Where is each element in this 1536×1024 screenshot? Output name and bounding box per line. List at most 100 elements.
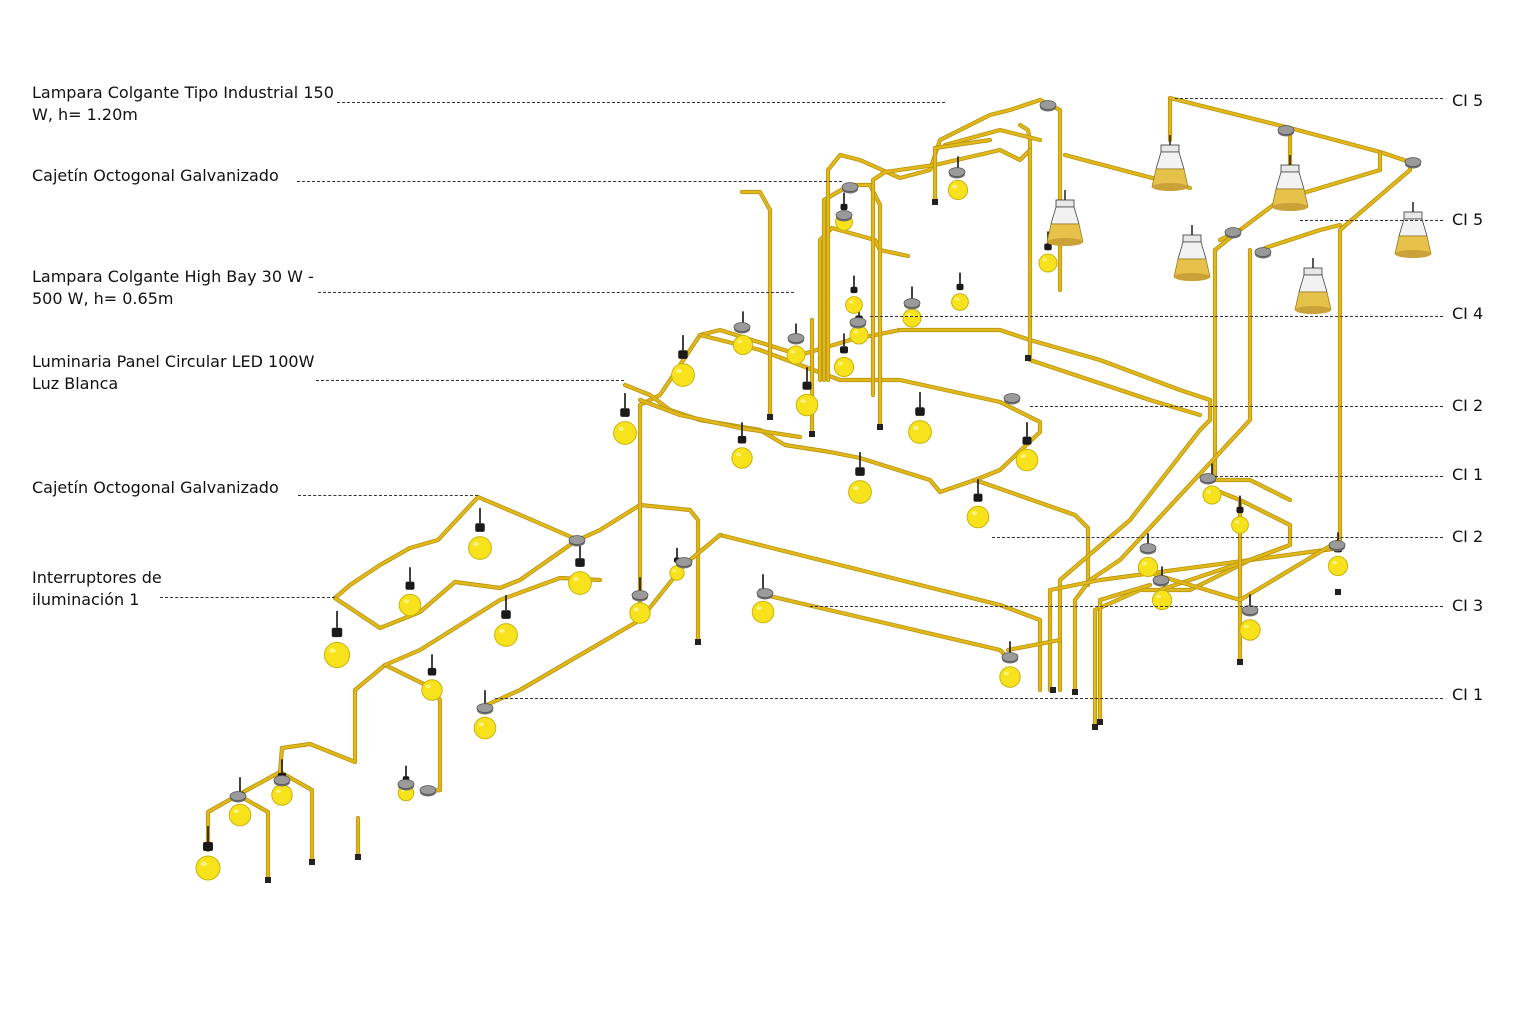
bulb-globe (908, 420, 932, 444)
bulb-highlight (499, 628, 505, 634)
junction-box-cover (419, 785, 437, 795)
conduit-segment (943, 128, 1042, 147)
leader-ci-1-a (1215, 476, 1443, 477)
leader-led-panel (316, 380, 624, 381)
bulb-highlight (848, 300, 854, 304)
bulb-socket (427, 667, 437, 676)
high-bay-shade (1398, 218, 1428, 237)
conduit-segment (478, 568, 682, 710)
label-ci-5-b: CI 5 (1452, 210, 1484, 229)
junction-box (849, 317, 867, 329)
conduit-segment (1028, 358, 1202, 417)
conduit-segment-edge (870, 122, 1033, 398)
conduit-end-cap (265, 877, 271, 883)
conduit-segment (278, 663, 442, 794)
pendant-bulb (833, 333, 855, 378)
leader-ci-3 (810, 606, 1443, 607)
pendant-bulb (398, 567, 422, 617)
conduit-end-cap (809, 431, 815, 437)
bulb-globe (271, 784, 293, 806)
high-bay-lamp (1294, 258, 1332, 314)
junction-box (419, 785, 437, 797)
pendant-bulb (1239, 594, 1261, 641)
bulb-globe (1239, 619, 1261, 641)
junction-box-cover (1039, 100, 1057, 110)
label-high-bay-lamp: Lampara Colgante High Bay 30 W -500 W, h… (32, 267, 314, 308)
high-bay-driver (1403, 211, 1423, 220)
bulb-socket (405, 581, 415, 590)
bulb-highlight (1020, 454, 1026, 459)
conduit-segment (818, 226, 910, 382)
junction-box-cover (841, 182, 859, 192)
conduit-end-cap (1097, 719, 1103, 725)
label-ci-3: CI 3 (1452, 596, 1484, 615)
junction-box-cover (229, 791, 247, 801)
label-junction-box-top: Cajetín Octogonal Galvanizado (32, 166, 279, 185)
junction-box-cover (1277, 125, 1295, 135)
conduit-segment (333, 543, 572, 630)
bulb-socket (802, 381, 812, 390)
bulb-globe (732, 334, 754, 356)
conduit-end-cap (1092, 724, 1098, 730)
junction-box-cover (1152, 575, 1170, 585)
high-bay-lamp (1046, 190, 1084, 246)
bulb-highlight (633, 607, 639, 612)
bulb-globe (848, 480, 872, 504)
high-bay-rim (1047, 238, 1083, 246)
junction-box (841, 182, 859, 194)
junction-box (476, 703, 494, 715)
bulb-highlight (737, 339, 743, 344)
bulb-socket (203, 842, 213, 851)
junction-box-cover (631, 590, 649, 600)
pendant-bulb (731, 422, 753, 469)
bulb-globe (1202, 485, 1222, 505)
bulb-globe (629, 602, 651, 624)
conduit-segment (1158, 488, 1292, 592)
pendant-bulb (421, 654, 443, 701)
bulb-highlight (1332, 560, 1338, 565)
high-bay-rim (1174, 273, 1210, 281)
high-bay-lamp (1173, 225, 1211, 281)
conduit-segment (698, 333, 1042, 482)
high-bay-driver (1280, 164, 1300, 173)
leader-junction-box-mid (298, 495, 478, 496)
junction-box-cover (849, 317, 867, 327)
junction-box-cover (903, 298, 921, 308)
label-ci-4: CI 4 (1452, 304, 1484, 323)
high-bay-rim (1395, 250, 1431, 258)
bulb-socket (331, 627, 343, 638)
pendant-bulb (1015, 422, 1039, 472)
bulb-globe (228, 803, 252, 827)
conduit-end-cap (1050, 687, 1056, 693)
bulb-globe (568, 571, 592, 595)
lighting-devices (195, 100, 1432, 883)
bulb-highlight (425, 684, 431, 689)
conduit-segment (898, 328, 1212, 692)
bulb-globe (421, 679, 443, 701)
conduit-end-cap (1335, 589, 1341, 595)
conduit-end-cap (695, 639, 701, 645)
bulb-globe (902, 308, 922, 328)
junction-box (835, 210, 853, 222)
conduit-segment (718, 533, 1042, 692)
bulb-highlight (1234, 520, 1240, 524)
junction-box-cover (1199, 473, 1217, 483)
high-bay-shade (1275, 171, 1305, 190)
junction-box (756, 588, 774, 600)
bulb-globe (751, 600, 775, 624)
high-bay-driver (1303, 267, 1323, 276)
bulb-highlight (403, 599, 409, 604)
label-ci-2-b: CI 2 (1452, 527, 1484, 546)
bulb-globe (951, 293, 969, 311)
pendant-bulb (613, 393, 637, 445)
junction-box (1139, 543, 1157, 555)
bulb-highlight (853, 485, 859, 491)
bulb-socket (840, 346, 848, 354)
pendant-bulb (951, 272, 969, 311)
bulb-highlight (478, 722, 484, 727)
junction-box-cover (787, 333, 805, 343)
high-bay-lamp (1151, 135, 1189, 191)
leader-ci-1-b (495, 698, 1443, 699)
junction-box (568, 535, 586, 547)
junction-box-cover (1328, 540, 1346, 550)
